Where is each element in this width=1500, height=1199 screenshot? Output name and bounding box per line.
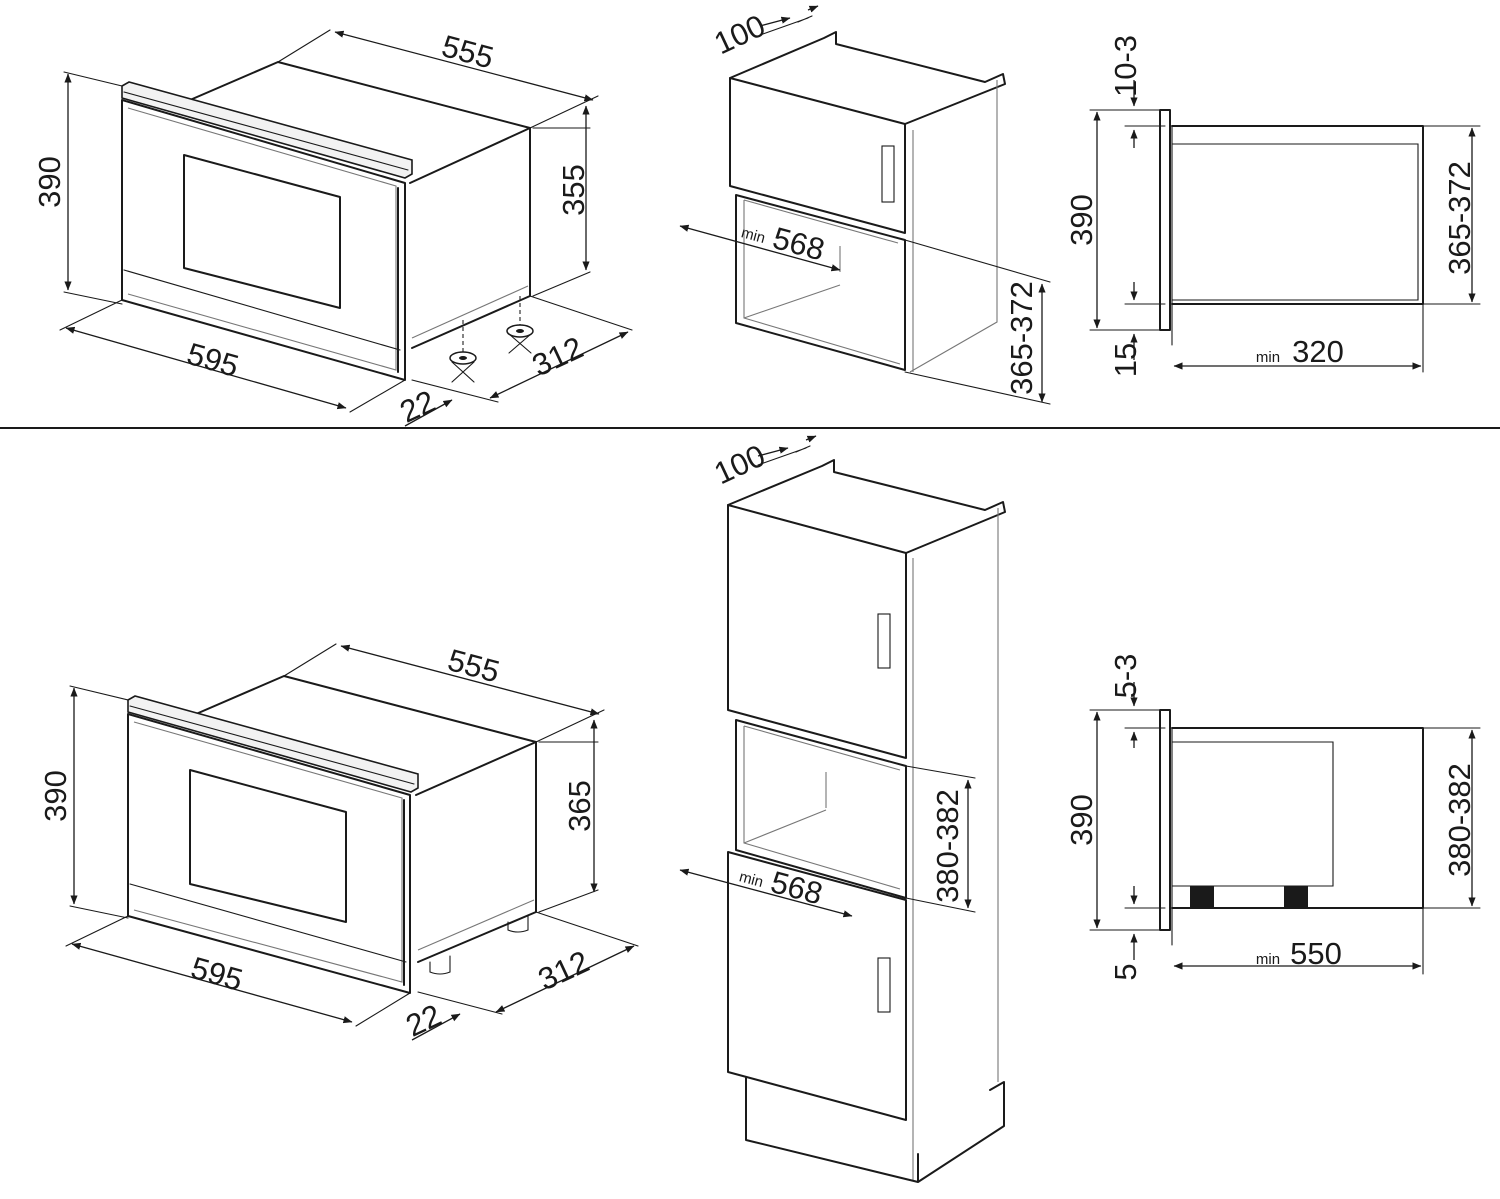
top-section-min-depth-label: 320 — [1292, 334, 1344, 369]
bottom-oven-width-label: 595 — [187, 950, 246, 998]
bottom-section-min-depth-label: 550 — [1290, 936, 1342, 971]
bottom-oven-view: 390 555 365 595 312 22 — [38, 642, 639, 1044]
top-cabinet-upper-handle — [881, 145, 895, 203]
bottom-cabinet-upper-door — [727, 504, 907, 759]
bottom-section-top-gap-label: 5-3 — [1108, 654, 1143, 699]
bottom-cabinet-niche — [735, 719, 907, 899]
top-oven-foot-left — [449, 320, 477, 383]
top-oven-view: 390 555 355 595 312 22 — [32, 28, 633, 430]
top-oven-depth-label: 555 — [438, 28, 497, 75]
bottom-section-height-label: 390 — [1064, 794, 1099, 846]
bottom-cabinet-niche-height-label: 380-382 — [930, 789, 965, 903]
top-section-min-prefix: min — [1256, 349, 1280, 366]
top-section-oven-body — [1171, 125, 1424, 305]
top-oven-width-label: 595 — [183, 336, 242, 384]
bottom-oven-depth-label: 555 — [444, 642, 503, 689]
top-cabinet-view: 100 min 568 365-372 — [679, 5, 1051, 405]
bottom-cabinet-min-width-prefix: min — [737, 868, 765, 891]
top-section-height-label: 390 — [1064, 194, 1099, 246]
bottom-section-bottom-gap-label: 5 — [1108, 963, 1143, 980]
top-cabinet-upper-door — [729, 77, 906, 234]
top-section-niche-height-label: 365-372 — [1442, 161, 1477, 275]
top-section-view: 10-3 390 365-372 15 min 320 — [1064, 35, 1481, 377]
top-oven-door-window — [183, 154, 341, 309]
top-cabinet-min-width-prefix: min — [739, 224, 767, 247]
bottom-oven-foot-left — [429, 955, 451, 975]
top-section-top-gap-label: 10-3 — [1108, 35, 1143, 97]
top-section-bottom-gap-label: 15 — [1108, 343, 1143, 377]
bottom-oven-door-window — [189, 769, 347, 923]
top-oven-handle — [121, 81, 413, 179]
bottom-oven-front-offset-label: 22 — [401, 997, 447, 1043]
bottom-section-min-prefix: min — [1256, 951, 1280, 968]
top-cabinet-min-width-label: 568 — [769, 220, 828, 267]
top-cabinet-niche-height-label: 365-372 — [1004, 281, 1039, 395]
bottom-section-foot-right — [1284, 886, 1308, 908]
bottom-oven-handle — [127, 695, 419, 793]
top-oven-front-offset-label: 22 — [395, 383, 441, 429]
bottom-oven-foot-right — [507, 915, 529, 933]
bottom-cabinet-min-width-label: 568 — [767, 864, 826, 911]
top-oven-height-label: 390 — [32, 156, 67, 208]
bottom-oven-side-depth-label: 312 — [533, 944, 595, 998]
top-oven-side-depth-label: 312 — [527, 330, 589, 384]
bottom-cabinet-lower-handle — [877, 957, 891, 1013]
bottom-oven-height-label: 390 — [38, 770, 73, 822]
bottom-section-oven-body — [1171, 727, 1424, 909]
bottom-section-view: 5-3 390 380-382 5 min 550 — [1064, 654, 1481, 981]
top-oven-body-height-label: 355 — [556, 164, 591, 216]
bottom-cabinet-rear-gap-label: 100 — [709, 438, 771, 492]
top-oven-body — [121, 99, 406, 381]
bottom-oven-body-height-label: 365 — [562, 780, 597, 832]
top-cabinet-niche — [735, 194, 906, 371]
bottom-cabinet-view: 100 min 568 380-382 — [679, 435, 1006, 1183]
bottom-section-niche-height-label: 380-382 — [1442, 763, 1477, 877]
bottom-cabinet-plinth — [745, 1077, 1005, 1183]
bottom-section-foot-left — [1190, 886, 1214, 908]
bottom-cabinet-upper-handle — [877, 613, 891, 669]
top-cabinet-rear-gap-label: 100 — [709, 8, 771, 62]
